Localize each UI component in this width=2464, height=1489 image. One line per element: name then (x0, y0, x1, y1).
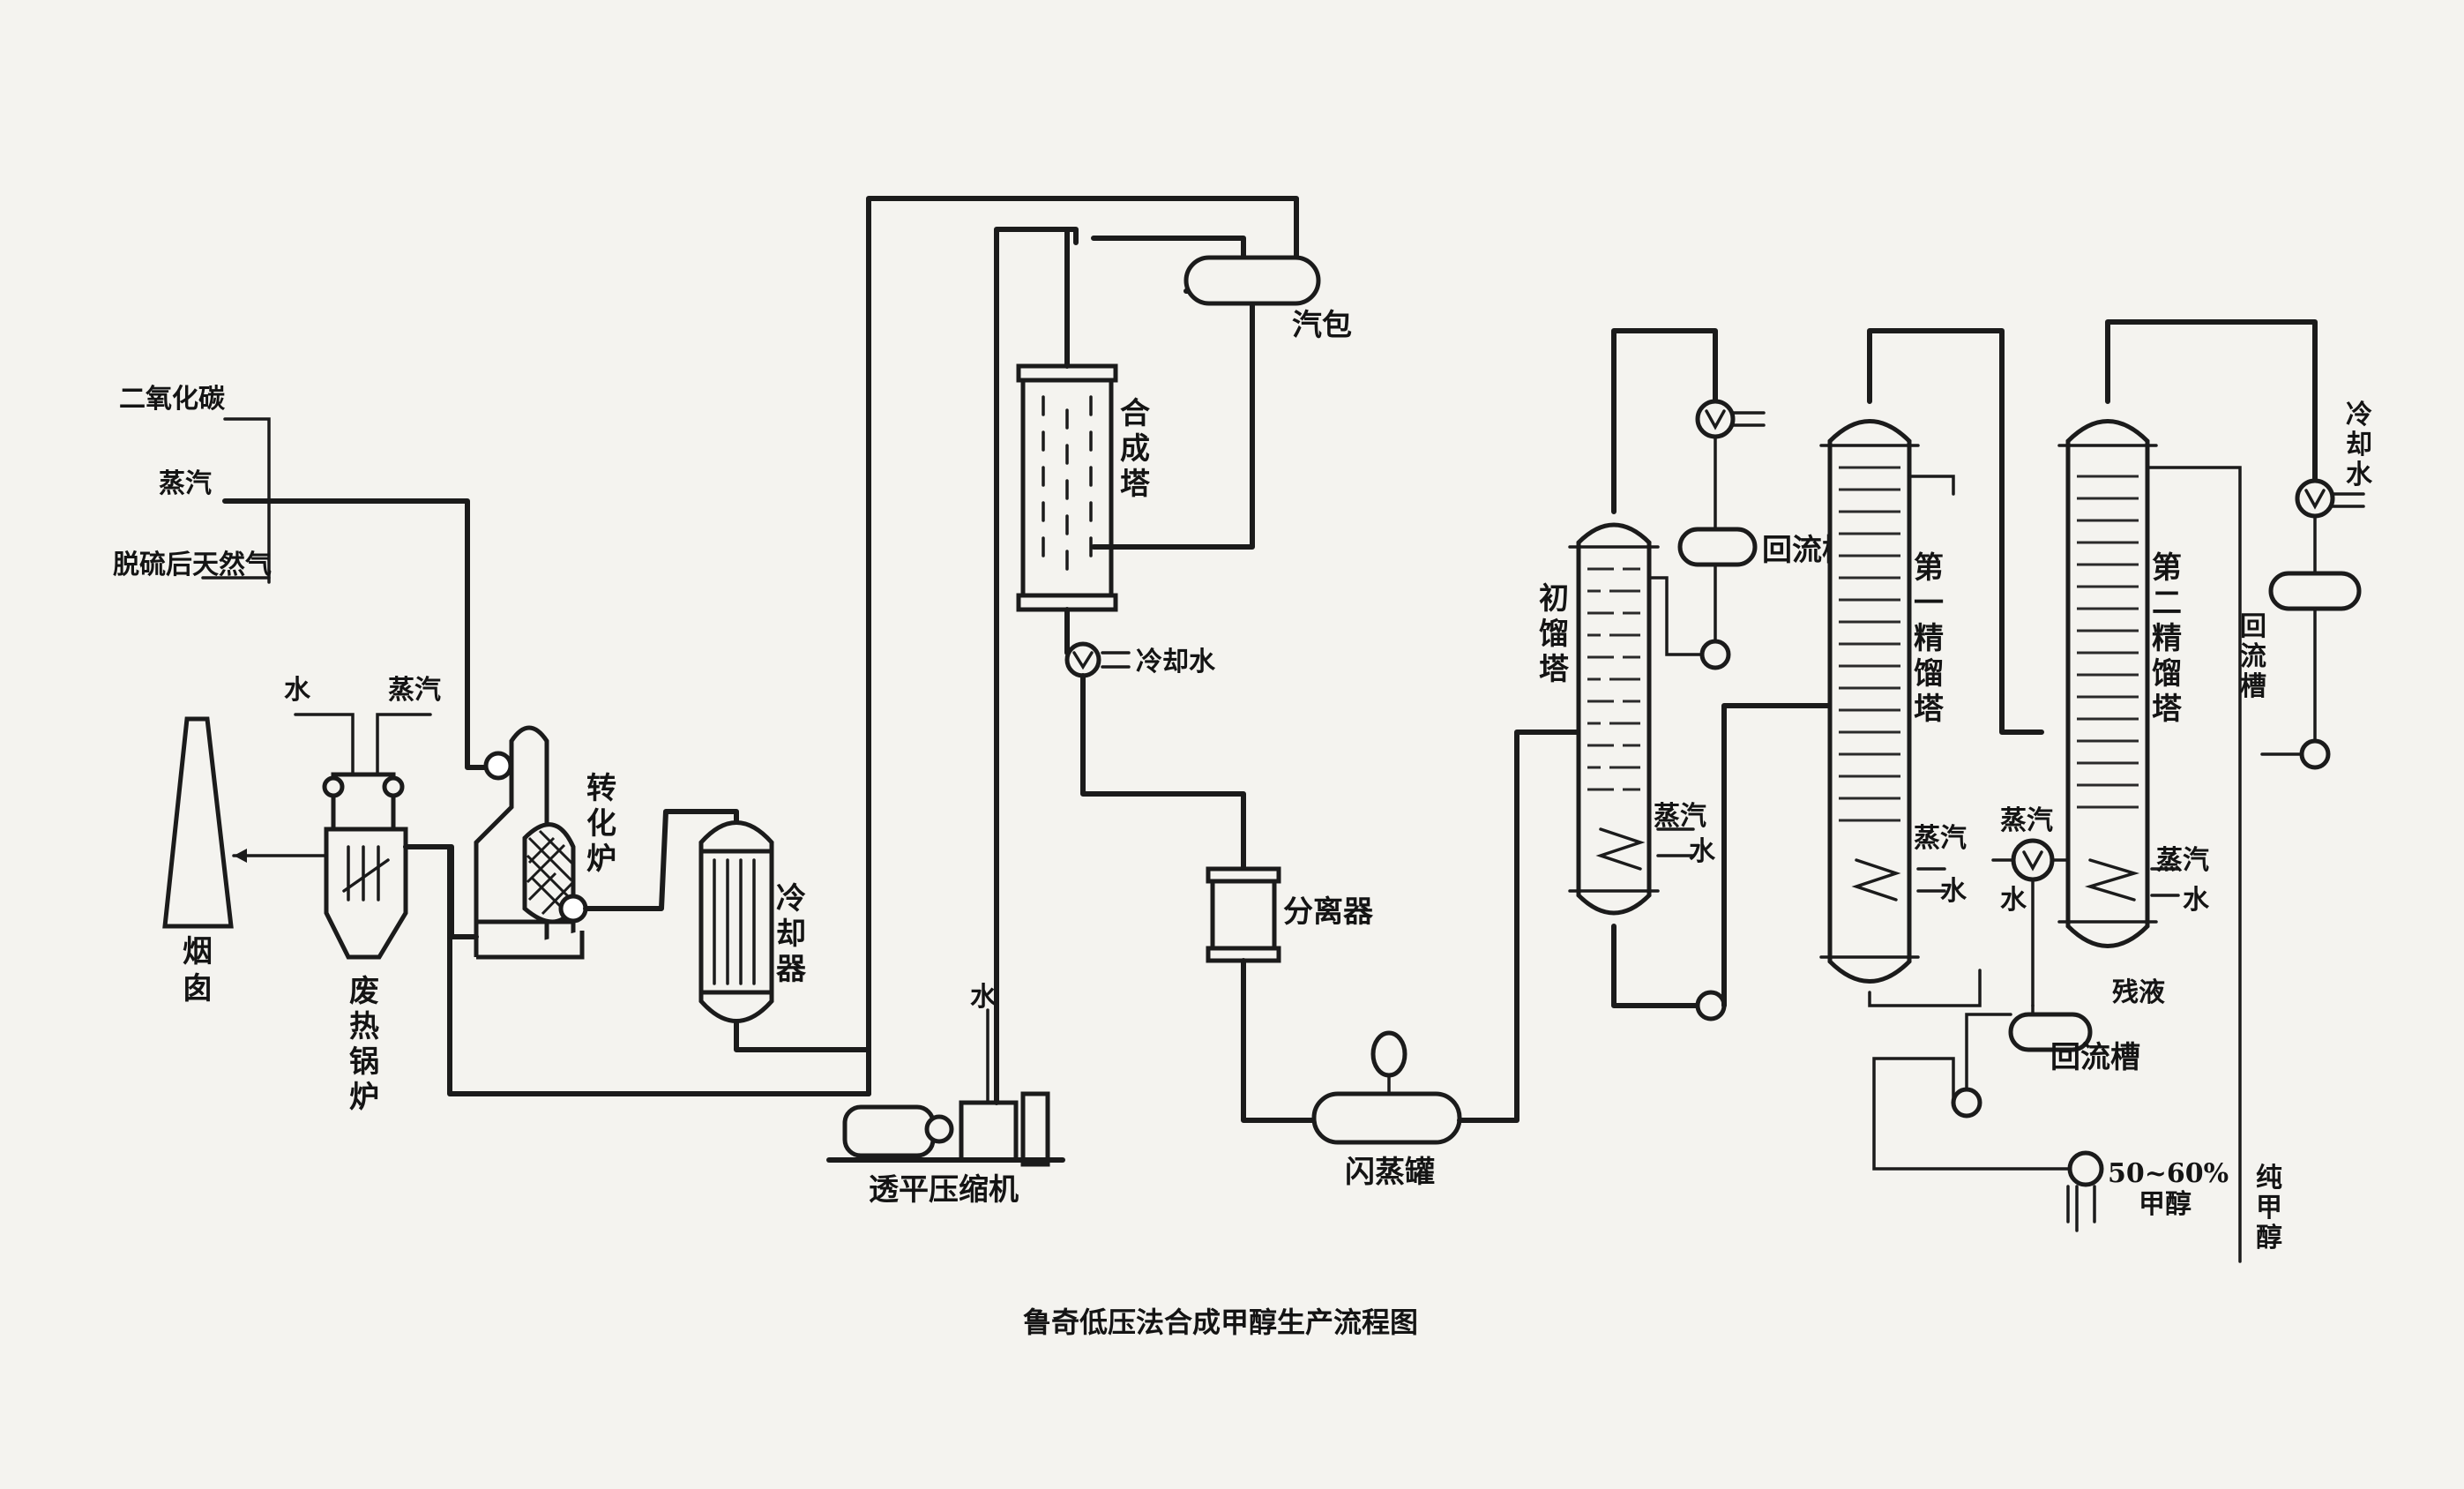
prefrac-bottom-line (1611, 924, 1700, 1008)
methanol-product-cooler (2066, 1150, 2104, 1232)
residue-label: 残液 (2112, 977, 2165, 1008)
to-rect1-line (1721, 703, 1833, 1008)
rect1-reflux-line (1908, 475, 1955, 496)
boiler-water-label: 水 (284, 675, 311, 706)
rect1-bottom-line (1868, 969, 1982, 1007)
second-rectification-column (2057, 419, 2180, 948)
reflux-drum-3 (2008, 1004, 2093, 1052)
second-rectification-column-label: 第 二精馏塔 (2152, 550, 2192, 727)
flue-gas-arrow (234, 849, 247, 863)
reflux-drum-3-label: 回流槽 (2050, 1040, 2140, 1075)
rect1-overhead-line (1867, 328, 2005, 700)
syngas-feed-line (994, 227, 1079, 1105)
waste-heat-boiler-label: 废 热锅炉 (349, 974, 390, 1115)
cooling-water-1-label: 冷却水 (1136, 647, 1216, 677)
reformer-label: 转 化炉 (586, 771, 627, 877)
pure-methanol-label: 纯 甲醇 (2256, 1163, 2291, 1253)
synthesis-tower (1016, 227, 1118, 655)
compressor-water-label: 水 (970, 982, 997, 1013)
steam-drum-label: 汽包 (1292, 308, 1352, 343)
methanol-dilute-unit-label: 甲醇 (2139, 1189, 2191, 1220)
pre-water-label: 水 (1689, 836, 1716, 867)
reformer (474, 725, 588, 960)
rect1-water-label: 水 (1940, 876, 1967, 907)
rect2-condenser (2295, 478, 2365, 575)
prefractionator (1568, 522, 1695, 916)
rect2-water-label: 水 (2183, 885, 2210, 916)
recycle-top-line (866, 196, 1299, 1052)
prefrac-bottom-pump (1695, 990, 1727, 1021)
feed-natural-gas-label: 脱硫后天然气 (113, 550, 272, 580)
reformer-to-cooler-line (583, 809, 739, 911)
tower-to-drum-line (1091, 288, 1255, 550)
cooler-1 (698, 820, 871, 1096)
synthesis-tower-label: 合 成塔 (1120, 396, 1161, 502)
flash-tank (1311, 1030, 1462, 1145)
boiler-steam-label: 蒸汽 (388, 675, 441, 706)
chimney-label: 烟 囱 (183, 934, 223, 1006)
flash-tank-label: 闪蒸罐 (1345, 1155, 1435, 1190)
chimney (162, 716, 234, 929)
compressor-label: 透平压缩机 (869, 1172, 1019, 1208)
separator (1206, 866, 1281, 963)
rect2-overhead-line (2105, 319, 2318, 483)
recycle-line (1872, 1013, 2070, 1171)
flash-to-prefractionator-line (1457, 730, 1581, 1123)
feed-steam-label: 蒸汽 (159, 468, 212, 499)
rect1-steam-label: 蒸汽 (1914, 823, 1967, 854)
mid-water-label: 水 (2000, 885, 2027, 916)
prefrac-condenser (1695, 399, 1766, 531)
cooler-synthesis (1064, 641, 1246, 872)
middle-reboiler (1991, 694, 2074, 1007)
separator-label: 分离器 (1283, 894, 1374, 930)
rect2-steam-label: 蒸汽 (2156, 845, 2209, 876)
first-rectification-column (1819, 419, 1946, 984)
turbine-compressor (826, 1008, 1065, 1167)
first-rectification-column-label: 第 一精馏塔 (1914, 550, 1954, 727)
feed-lines (201, 417, 497, 770)
feed-co2-label: 二氧化碳 (119, 384, 226, 415)
diagram-caption: 鲁奇低压法合成甲醇生产流程图 (1023, 1306, 1418, 1339)
prefractionator-label: 初 馏塔 (1539, 581, 1579, 687)
mid-steam-label: 蒸汽 (2000, 805, 2053, 836)
reflux-drum-2 (2146, 466, 2362, 1263)
waste-heat-boiler (294, 713, 432, 960)
reformer-to-boiler-line (403, 844, 479, 939)
prefrac-overhead-line (1611, 328, 1718, 514)
cooler-1-label: 冷 却器 (776, 881, 817, 987)
pre-steam-label: 蒸汽 (1654, 801, 1706, 832)
cooling-water-2-label: 冷 却水 (2346, 400, 2381, 490)
reflux-drum-2-label: 回 流槽 (2240, 611, 2275, 702)
separator-to-flash-line (1241, 958, 1317, 1123)
catalyst-bed (526, 829, 575, 916)
methanol-dilute-label: 50~60% (2108, 1158, 2229, 1189)
recycle-pump (1951, 1087, 1982, 1119)
reflux-drum-1 (1649, 527, 1758, 670)
steam-drum (1183, 255, 1321, 306)
